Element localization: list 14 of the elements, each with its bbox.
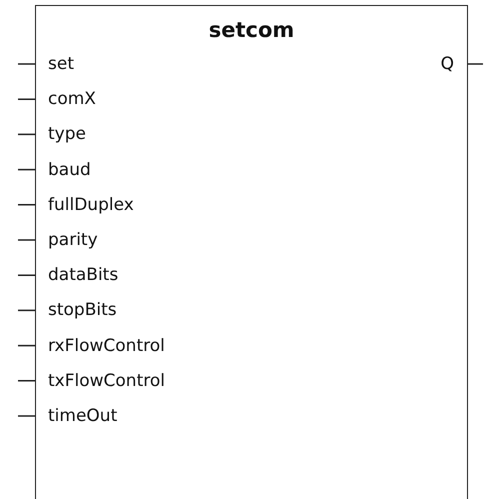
input-pin-name: timeOut	[48, 405, 118, 427]
input-pin-name: txFlowControl	[48, 370, 165, 392]
input-pin-name: stopBits	[48, 299, 117, 322]
block-title: setcom	[208, 18, 296, 42]
input-pin-name: parity	[48, 229, 98, 251]
function-block	[35, 5, 468, 499]
input-pin-name: comX	[48, 88, 96, 110]
input-pin-name: baud	[48, 158, 91, 181]
input-pin-name: rxFlowControl	[48, 334, 165, 357]
input-pin-name: type	[48, 123, 86, 146]
input-pin-name: fullDuplex	[48, 194, 134, 216]
output-pin-name: Q	[440, 53, 454, 75]
input-pin-name: set	[48, 53, 74, 75]
input-pin-name: dataBits	[48, 264, 118, 286]
